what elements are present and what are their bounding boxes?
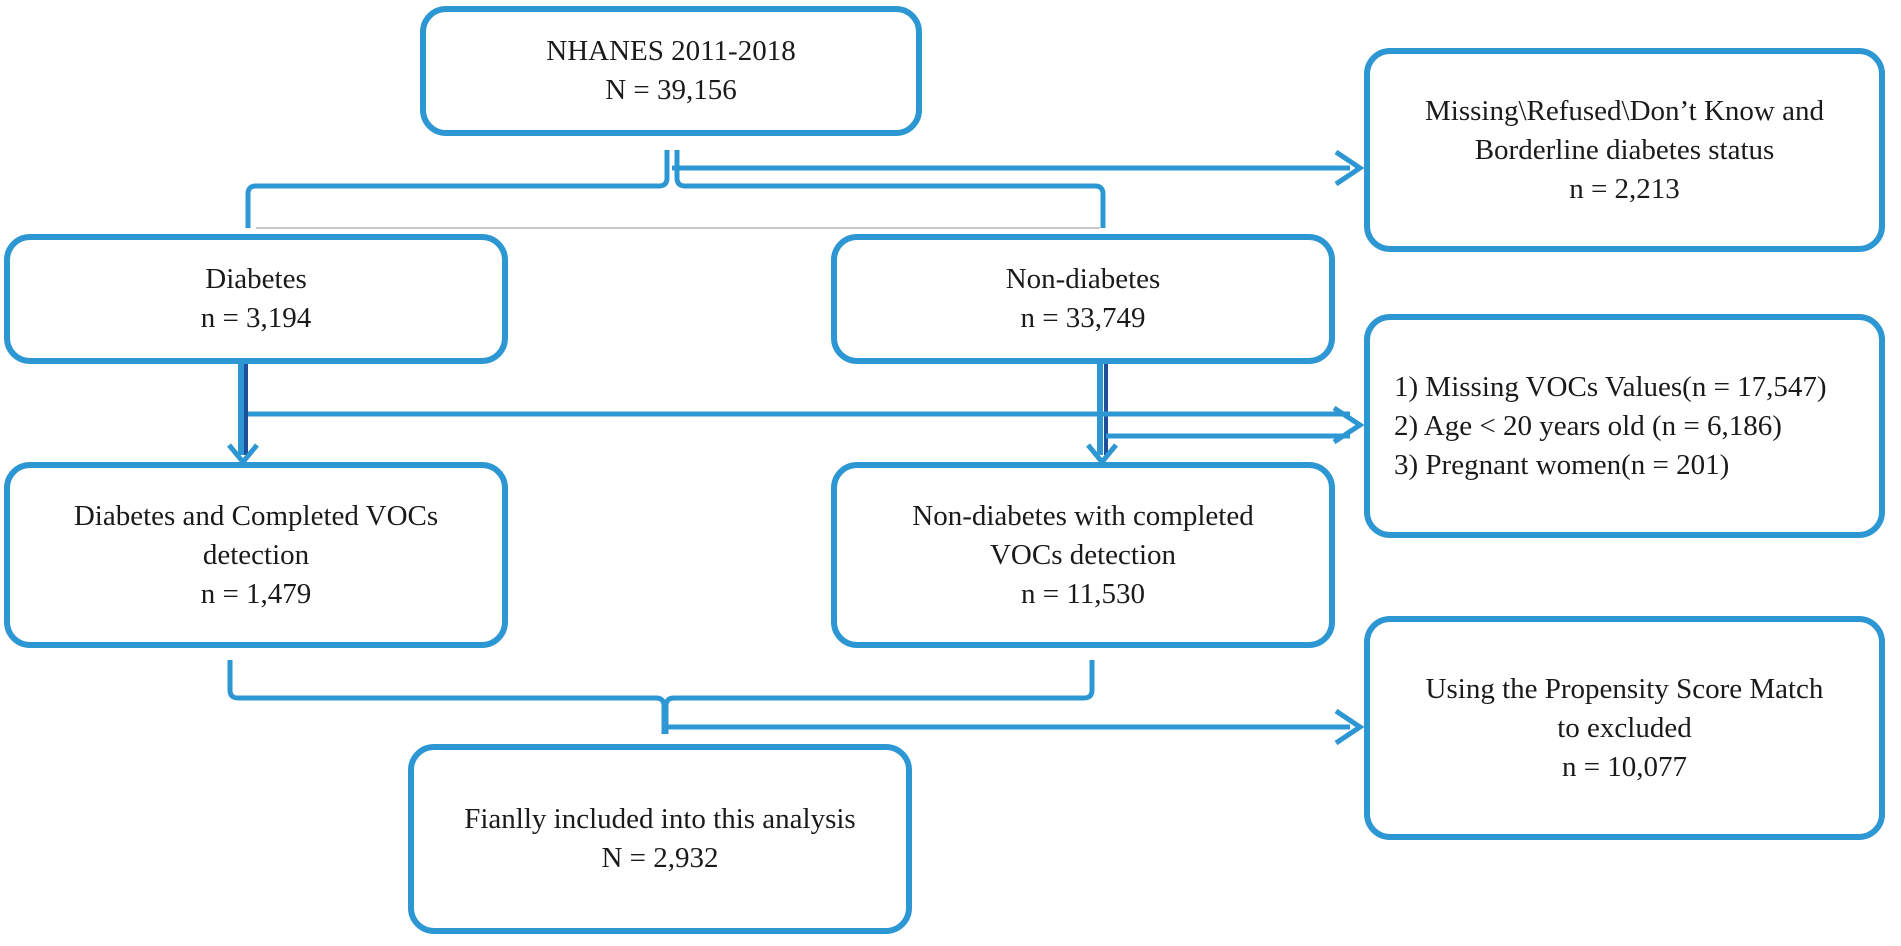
split-bracket-top: [245, 150, 670, 228]
arrow-to-excluded-psm-head: [1334, 708, 1365, 746]
merge-bracket-right: [663, 660, 1095, 734]
box-diabetes-line-2: n = 3,194: [200, 302, 312, 334]
box-diabetes-vocs-line-3: n = 1,479: [200, 577, 312, 610]
box-final-included: Fianlly included into this analysis N = …: [408, 744, 912, 934]
box-psm-line-3: n = 10,077: [1561, 750, 1688, 783]
box-final-line-2: N = 2,932: [601, 842, 719, 874]
box-diabetes-line-1: Diabetes: [205, 263, 307, 295]
box-excluded-propensity-score: Using the Propensity Score Match to excl…: [1364, 616, 1885, 840]
non-diabetes-down-arrow-head: [1086, 443, 1118, 466]
arrow-to-criteria-head: [1332, 405, 1365, 445]
box-diabetes: Diabetes n = 3,194: [4, 234, 508, 364]
box-criteria-line-1: 1) Missing VOCs Values(n = 17,547): [1394, 370, 1827, 403]
box-total-line-2: N = 39,156: [605, 74, 737, 106]
box-final-line-1: Fianlly included into this analysis: [464, 803, 856, 835]
box-excluded-criteria: 1) Missing VOCs Values(n = 17,547) 2) Ag…: [1364, 314, 1885, 538]
box-total-population: NHANES 2011-2018 N = 39,156: [420, 6, 922, 136]
box-psm-line-1: Using the Propensity Score Match: [1425, 672, 1824, 705]
split-bracket-top-right: [674, 150, 1106, 228]
box-non-diabetes-completed-vocs: Non-diabetes with completed VOCs detecti…: [831, 462, 1335, 648]
box-excluded-status-line-1: Missing\Refused\Don’t Know and: [1424, 94, 1824, 127]
box-excluded-diabetes-status: Missing\Refused\Don’t Know and Borderlin…: [1364, 48, 1885, 252]
diabetes-down-arrow-head: [227, 443, 259, 466]
box-criteria-line-2: 2) Age < 20 years old (n = 6,186): [1394, 409, 1782, 442]
box-non-diabetes: Non-diabetes n = 33,749: [831, 234, 1335, 364]
box-psm-line-2: to excluded: [1557, 711, 1692, 744]
arrow-to-excluded-status-head: [1334, 149, 1365, 187]
box-diabetes-vocs-line-1: Diabetes and Completed VOCs: [73, 499, 439, 532]
merge-bracket-left: [227, 660, 667, 734]
box-excluded-status-line-3: n = 2,213: [1569, 172, 1680, 205]
box-non-diabetes-vocs-line-1: Non-diabetes with completed: [912, 499, 1254, 532]
box-excluded-status-line-2: Borderline diabetes status: [1474, 133, 1775, 166]
box-diabetes-vocs-line-2: detection: [202, 538, 310, 571]
box-criteria-line-3: 3) Pregnant women(n = 201): [1394, 448, 1730, 481]
box-non-diabetes-line-1: Non-diabetes: [1005, 263, 1161, 295]
box-total-line-1: NHANES 2011-2018: [546, 35, 796, 67]
box-non-diabetes-vocs-line-3: n = 11,530: [1020, 577, 1146, 610]
box-diabetes-completed-vocs: Diabetes and Completed VOCs detection n …: [4, 462, 508, 648]
box-non-diabetes-line-2: n = 33,749: [1020, 302, 1146, 334]
box-non-diabetes-vocs-line-2: VOCs detection: [989, 538, 1177, 571]
